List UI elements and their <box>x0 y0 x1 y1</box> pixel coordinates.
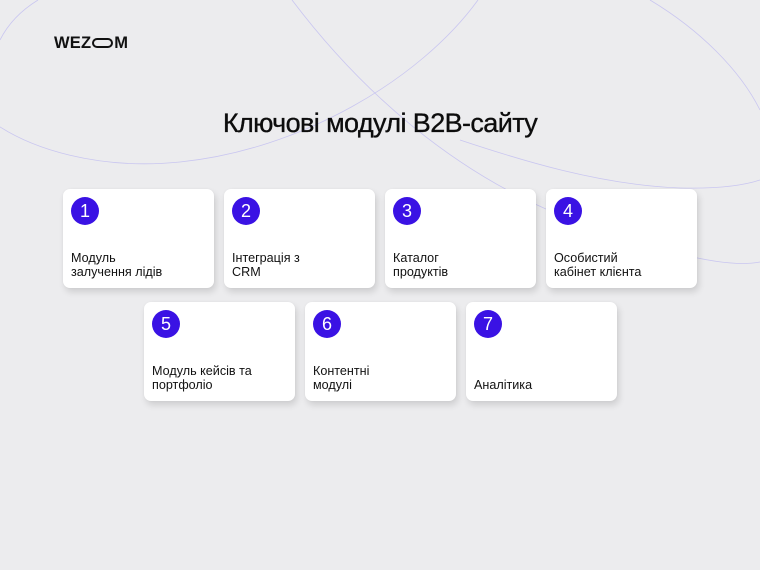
module-label: Модуль кейсів та портфоліо <box>152 364 252 392</box>
logo-text-after: M <box>114 33 129 52</box>
logo-text-before: WEZ <box>54 33 92 52</box>
number-badge: 6 <box>313 310 341 338</box>
module-label: Інтеграція з CRM <box>232 251 300 279</box>
module-card-6: 6 Контентні модулі <box>305 302 456 401</box>
module-label: Контентні модулі <box>313 364 370 392</box>
module-label: Особистий кабінет клієнта <box>554 251 642 279</box>
number-badge: 5 <box>152 310 180 338</box>
number-badge: 3 <box>393 197 421 225</box>
number-badge: 7 <box>474 310 502 338</box>
module-label: Каталог продуктів <box>393 251 449 279</box>
module-card-7: 7 Аналітика <box>466 302 617 401</box>
module-card-2: 2 Інтеграція з CRM <box>224 189 375 288</box>
number-badge: 1 <box>71 197 99 225</box>
module-label: Модуль залучення лідів <box>71 251 163 279</box>
number-badge: 2 <box>232 197 260 225</box>
module-card-3: 3 Каталог продуктів <box>385 189 536 288</box>
module-card-4: 4 Особистий кабінет клієнта <box>546 189 697 288</box>
number-badge: 4 <box>554 197 582 225</box>
wezom-logo: WEZ M <box>54 34 128 52</box>
module-label: Аналітика <box>474 377 533 392</box>
module-card-5: 5 Модуль кейсів та портфоліо <box>144 302 295 401</box>
module-card-1: 1 Модуль залучення лідів <box>63 189 214 288</box>
page-title: Ключові модулі B2B-сайту <box>222 108 538 138</box>
logo-o-icon <box>92 38 114 48</box>
